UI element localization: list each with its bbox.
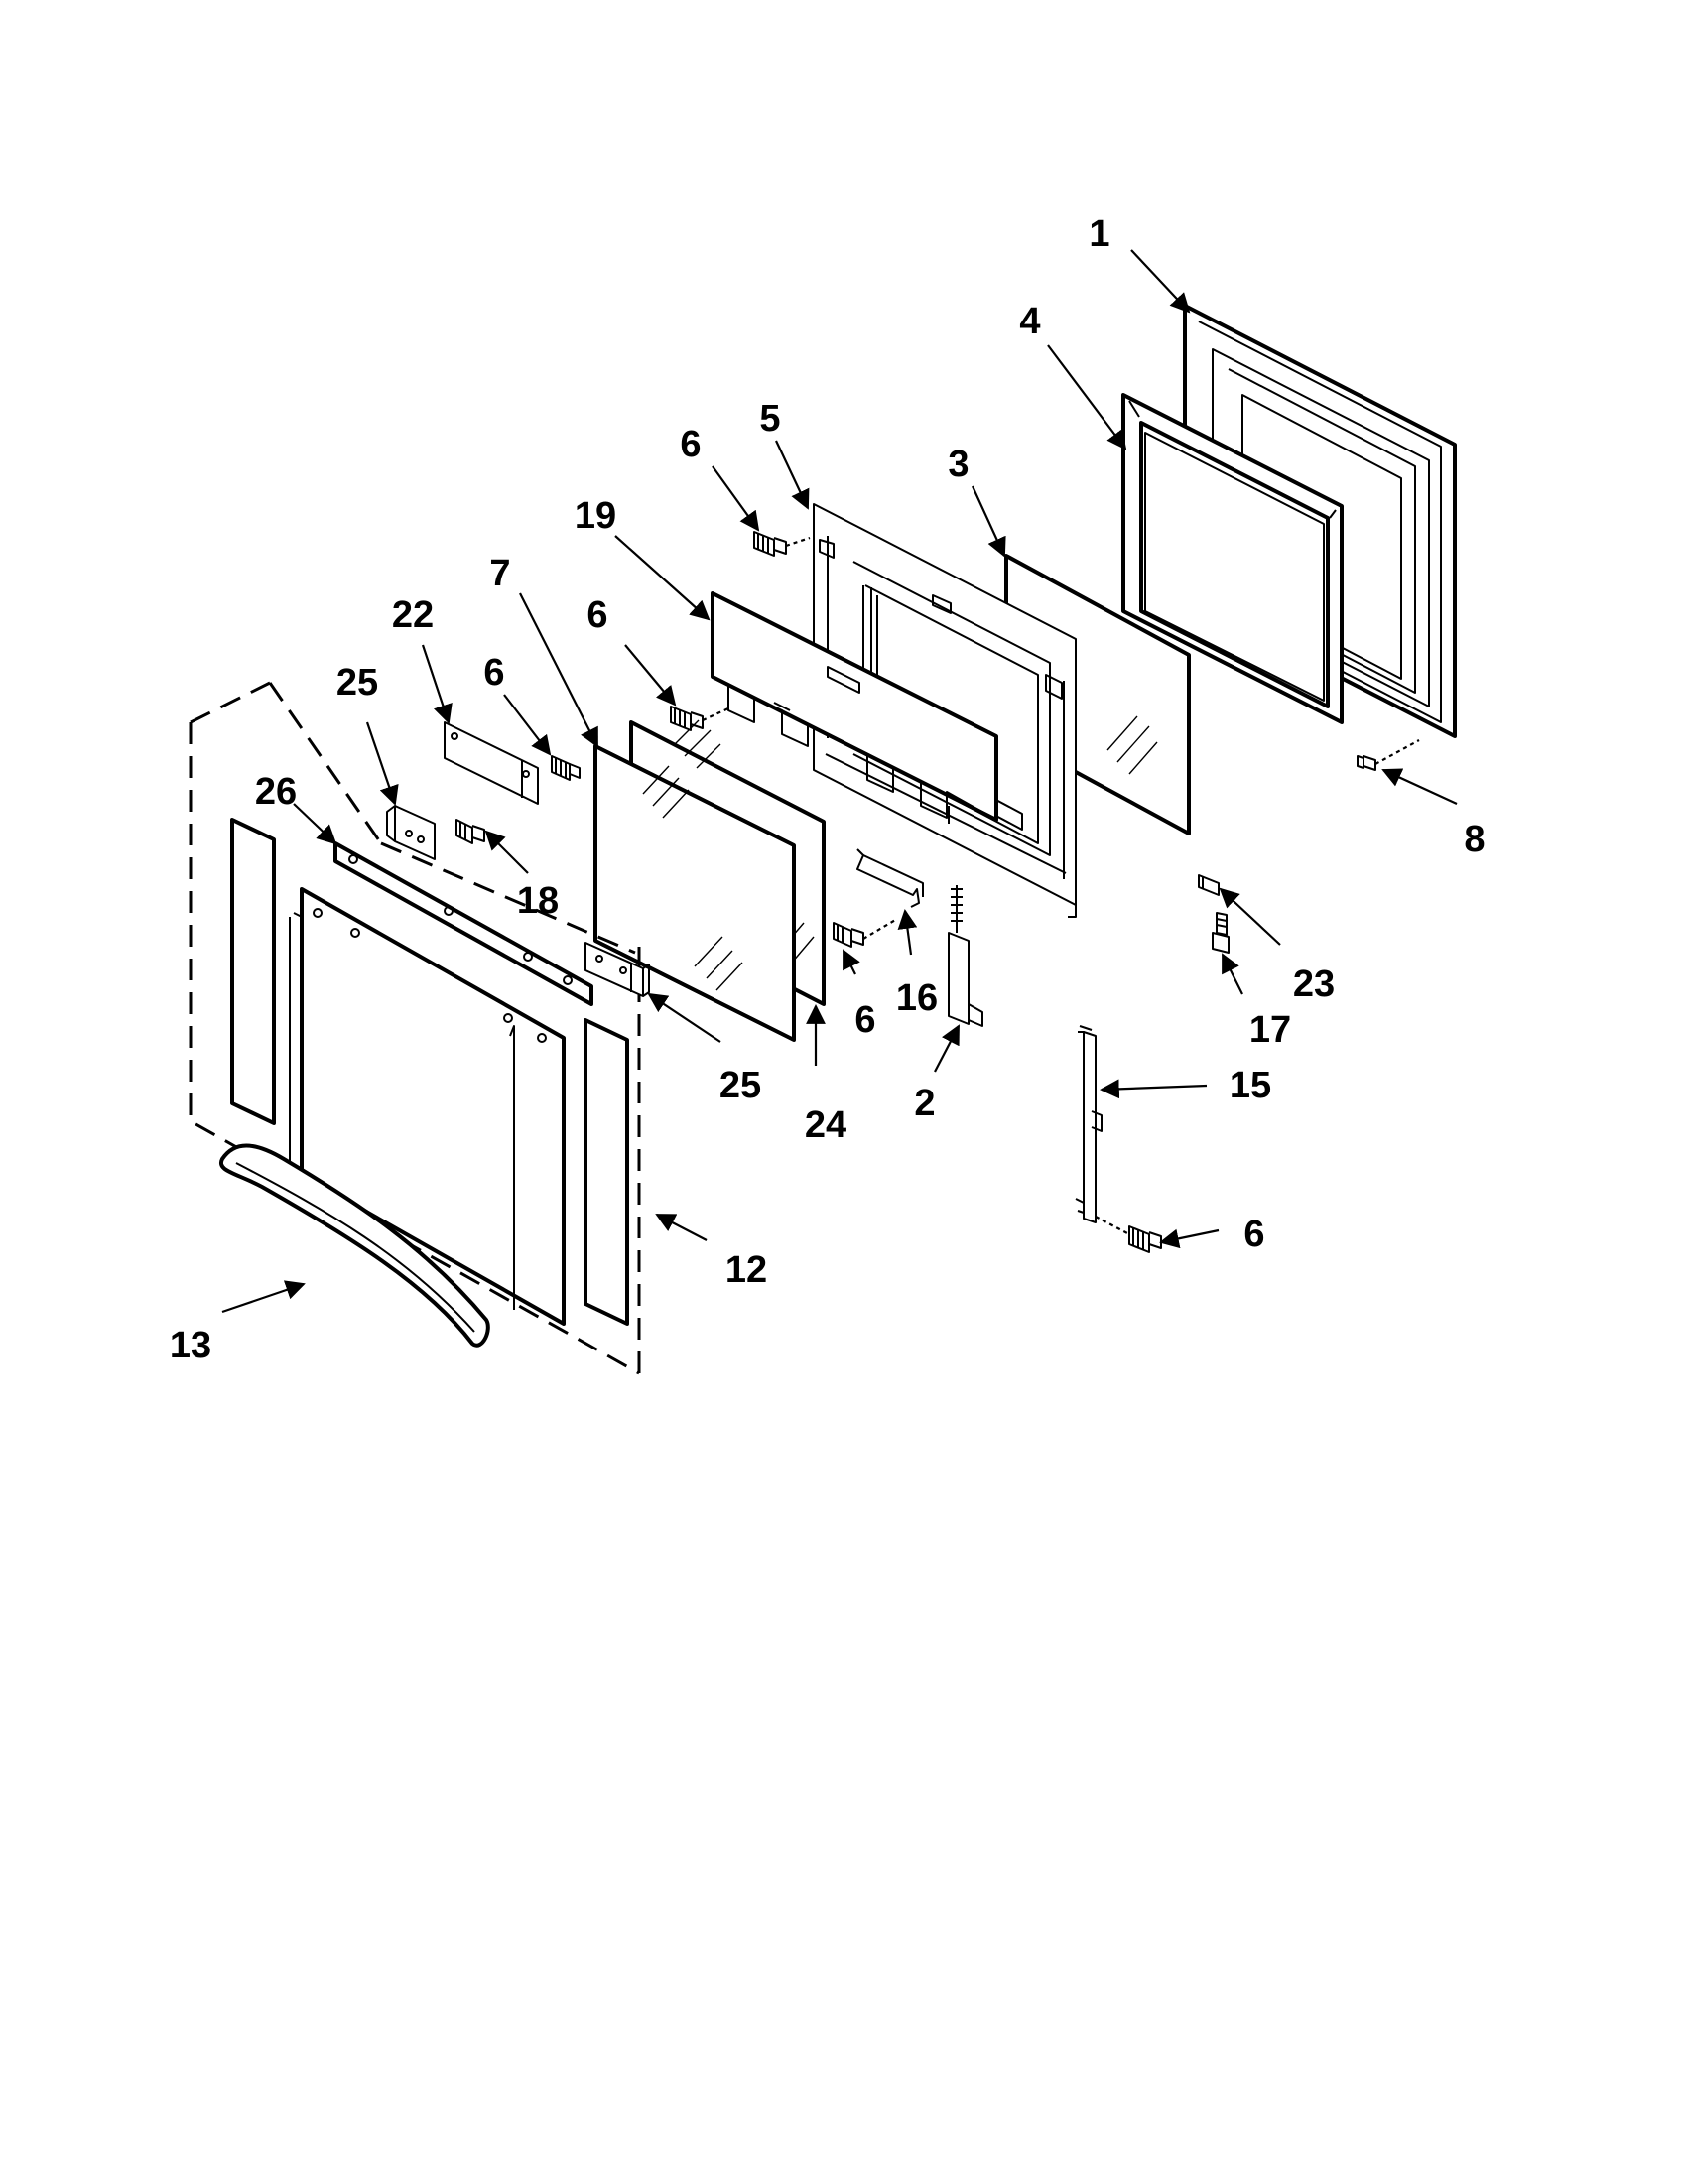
part-25-hinge-top [386,805,436,860]
callout-15: 15 [1230,1065,1271,1106]
part-6-screw-bracket [833,918,898,948]
callout-13: 13 [170,1325,211,1366]
part-6-screw-top [753,531,811,557]
callout-6-right: 6 [1243,1214,1264,1255]
part-6-screw-mid [670,706,729,731]
callout-3: 3 [948,444,969,485]
callout-4: 4 [1019,301,1040,342]
part-8-screw [1357,739,1420,771]
part-4-door-frame [1121,393,1344,724]
part-25-hinge-bottom [584,942,650,997]
callout-6-mid: 6 [586,594,607,636]
part-19-heat-shield [711,591,998,824]
callout-25-top: 25 [336,662,378,704]
callout-24: 24 [805,1104,846,1146]
part-15-hinge-receiver [1075,1025,1103,1223]
callout-labels: 1 4 5 6 3 19 7 6 22 6 25 26 18 8 23 17 6… [170,213,1486,1366]
callout-2: 2 [914,1083,935,1124]
callout-1: 1 [1089,213,1109,255]
part-6-screw-right [1095,1216,1162,1253]
callout-8: 8 [1464,819,1485,860]
callout-12: 12 [725,1249,767,1291]
callout-16: 16 [896,977,938,1019]
part-18-screw [455,819,485,844]
part-22-bracket [444,721,539,805]
part-26-trim-strip [333,841,593,1006]
callout-26: 26 [255,771,297,813]
callout-6-top: 6 [680,424,701,465]
part-23-clip [1198,874,1220,896]
callout-19: 19 [575,495,616,537]
callout-7: 7 [489,553,510,594]
part-6-screw-left [551,755,581,781]
callout-17: 17 [1249,1009,1291,1051]
part-12-left-side-trim [230,818,276,1125]
part-2-hinge [948,885,983,1027]
callout-23: 23 [1293,964,1335,1005]
leader-lines [221,249,1458,1314]
callout-22: 22 [392,594,434,636]
part-12-outer-glass-panel [289,887,566,1326]
part-16-bracket [856,848,924,908]
callout-5: 5 [759,398,780,440]
part-7-door-glass [593,744,796,1042]
part-12-right-side-trim [584,1018,629,1326]
callout-6-left: 6 [483,652,504,694]
callout-25-bottom: 25 [719,1065,761,1106]
callout-18: 18 [517,880,559,922]
callout-6-bracket: 6 [854,999,875,1041]
part-13-door-handle [218,1143,490,1348]
part-17-screw [1212,912,1230,954]
part-12-outer-door-assembly [189,681,641,1375]
